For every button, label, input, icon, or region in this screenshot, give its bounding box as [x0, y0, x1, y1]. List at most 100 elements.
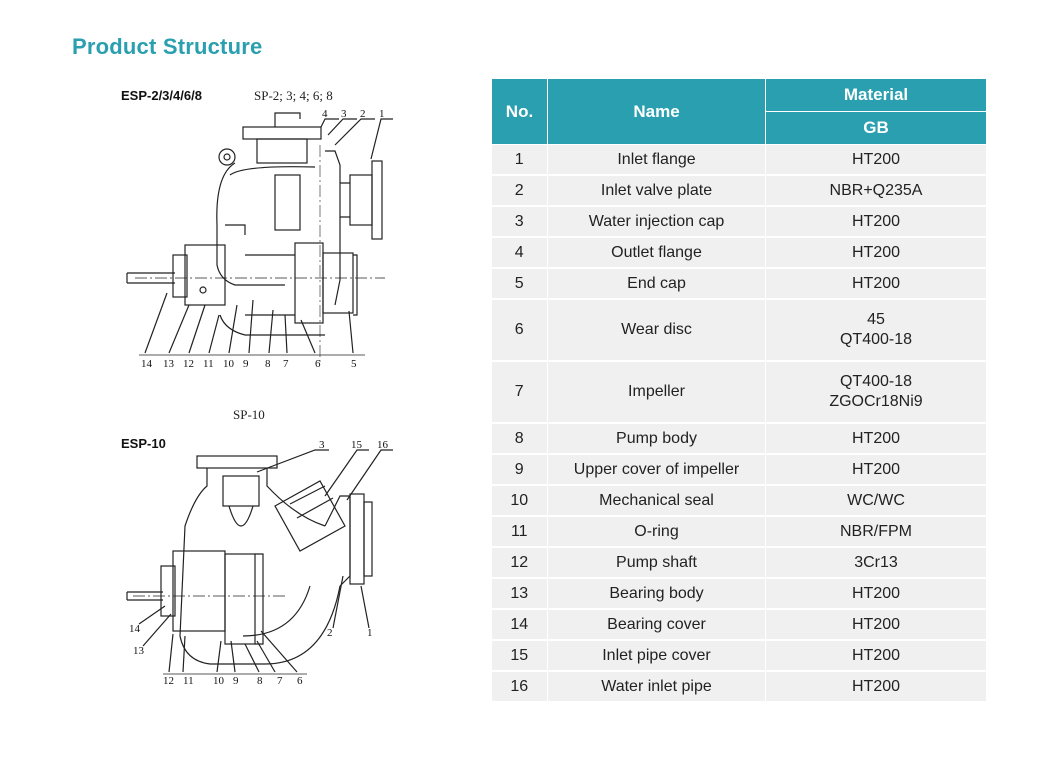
part-number: 3 [491, 206, 548, 238]
material-value: QT400-18 [839, 373, 913, 390]
part-number: 7 [491, 361, 548, 424]
callout-bottom-7: 7 [283, 358, 289, 370]
header-material: Material [765, 78, 987, 112]
material-value: HT200 [851, 243, 901, 261]
part-number: 5 [491, 268, 548, 300]
callout-10: 10 [213, 675, 225, 687]
material-value: 45 [867, 311, 885, 328]
part-material-gb: HT200 [765, 206, 987, 238]
part-material-gb: HT200 [765, 454, 987, 486]
callout-bottom-6: 6 [315, 358, 321, 370]
part-name: Water inlet pipe [547, 671, 766, 703]
callout-12: 12 [163, 675, 174, 687]
callout-9: 9 [233, 675, 239, 687]
callout-bottom-12: 12 [183, 358, 194, 370]
material-value: HT200 [851, 212, 901, 230]
callout-13: 13 [133, 645, 145, 657]
header-gb: GB [765, 111, 987, 145]
part-material-gb: HT200 [765, 640, 987, 672]
part-material-gb: HT200 [765, 609, 987, 641]
part-name: Outlet flange [547, 237, 766, 269]
material-value: WC/WC [847, 491, 905, 509]
material-value: HT200 [851, 150, 901, 168]
callout-1: 1 [367, 627, 373, 639]
material-value: HT200 [851, 615, 901, 633]
sp-label-bottom: SP-10 [233, 407, 265, 422]
header-no: No. [491, 78, 548, 145]
callout-top-4: 4 [322, 108, 328, 120]
material-value: QT400-18 [839, 331, 913, 348]
part-number: 11 [491, 516, 548, 548]
callout-top-1: 1 [379, 108, 385, 120]
part-material-gb: HT200 [765, 268, 987, 300]
part-name: Pump body [547, 423, 766, 455]
part-name: Inlet flange [547, 144, 766, 176]
callout-bottom-10: 10 [223, 358, 235, 370]
part-number: 13 [491, 578, 548, 610]
material-value: HT200 [851, 677, 901, 695]
part-material-gb: HT200 [765, 578, 987, 610]
part-material-gb: NBR+Q235A [765, 175, 987, 207]
part-name: Inlet pipe cover [547, 640, 766, 672]
material-value: HT200 [851, 274, 901, 292]
material-value: HT200 [851, 460, 901, 478]
part-number: 6 [491, 299, 548, 362]
part-number: 2 [491, 175, 548, 207]
material-value: NBR+Q235A [829, 181, 923, 199]
part-name: Upper cover of impeller [547, 454, 766, 486]
callout-15: 15 [351, 439, 363, 451]
callout-bottom-9: 9 [243, 358, 249, 370]
callout-top-3: 3 [341, 108, 347, 120]
part-number: 8 [491, 423, 548, 455]
callout-bottom-14: 14 [141, 358, 153, 370]
material-value: HT200 [851, 646, 901, 664]
material-value: NBR/FPM [840, 522, 912, 540]
part-name: Bearing body [547, 578, 766, 610]
part-name: Impeller [547, 361, 766, 424]
material-value: HT200 [851, 584, 901, 602]
part-number: 12 [491, 547, 548, 579]
pump-drawing-bottom: 3 15 16 14 13 2 1 12 11 10 9 8 7 6 [126, 439, 393, 687]
callout-2: 2 [327, 627, 333, 639]
callout-14: 14 [129, 623, 141, 635]
part-number: 10 [491, 485, 548, 517]
part-material-gb: HT200 [765, 423, 987, 455]
callout-7: 7 [277, 675, 283, 687]
sp-label-top: SP-2; 3; 4; 6; 8 [254, 88, 333, 103]
part-material-gb: 3Cr13 [765, 547, 987, 579]
material-value: ZGOCr18Ni9 [829, 393, 923, 410]
material-value: 3Cr13 [854, 553, 898, 571]
part-name: Wear disc [547, 299, 766, 362]
callout-bottom-13: 13 [163, 358, 175, 370]
callout-8: 8 [257, 675, 263, 687]
model-label-bottom: ESP-10 [121, 436, 166, 451]
callout-bottom-5: 5 [351, 358, 357, 370]
part-name: O-ring [547, 516, 766, 548]
part-name: Inlet valve plate [547, 175, 766, 207]
part-name: Water injection cap [547, 206, 766, 238]
part-material-gb: WC/WC [765, 485, 987, 517]
part-name: Mechanical seal [547, 485, 766, 517]
part-material-gb: HT200 [765, 671, 987, 703]
pump-drawing-top: 4 3 2 1 14 13 12 11 10 9 8 7 6 5 [126, 108, 393, 370]
part-material-gb: NBR/FPM [765, 516, 987, 548]
model-label-top: ESP-2/3/4/6/8 [121, 88, 202, 103]
part-number: 14 [491, 609, 548, 641]
part-number: 1 [491, 144, 548, 176]
material-value: HT200 [851, 429, 901, 447]
